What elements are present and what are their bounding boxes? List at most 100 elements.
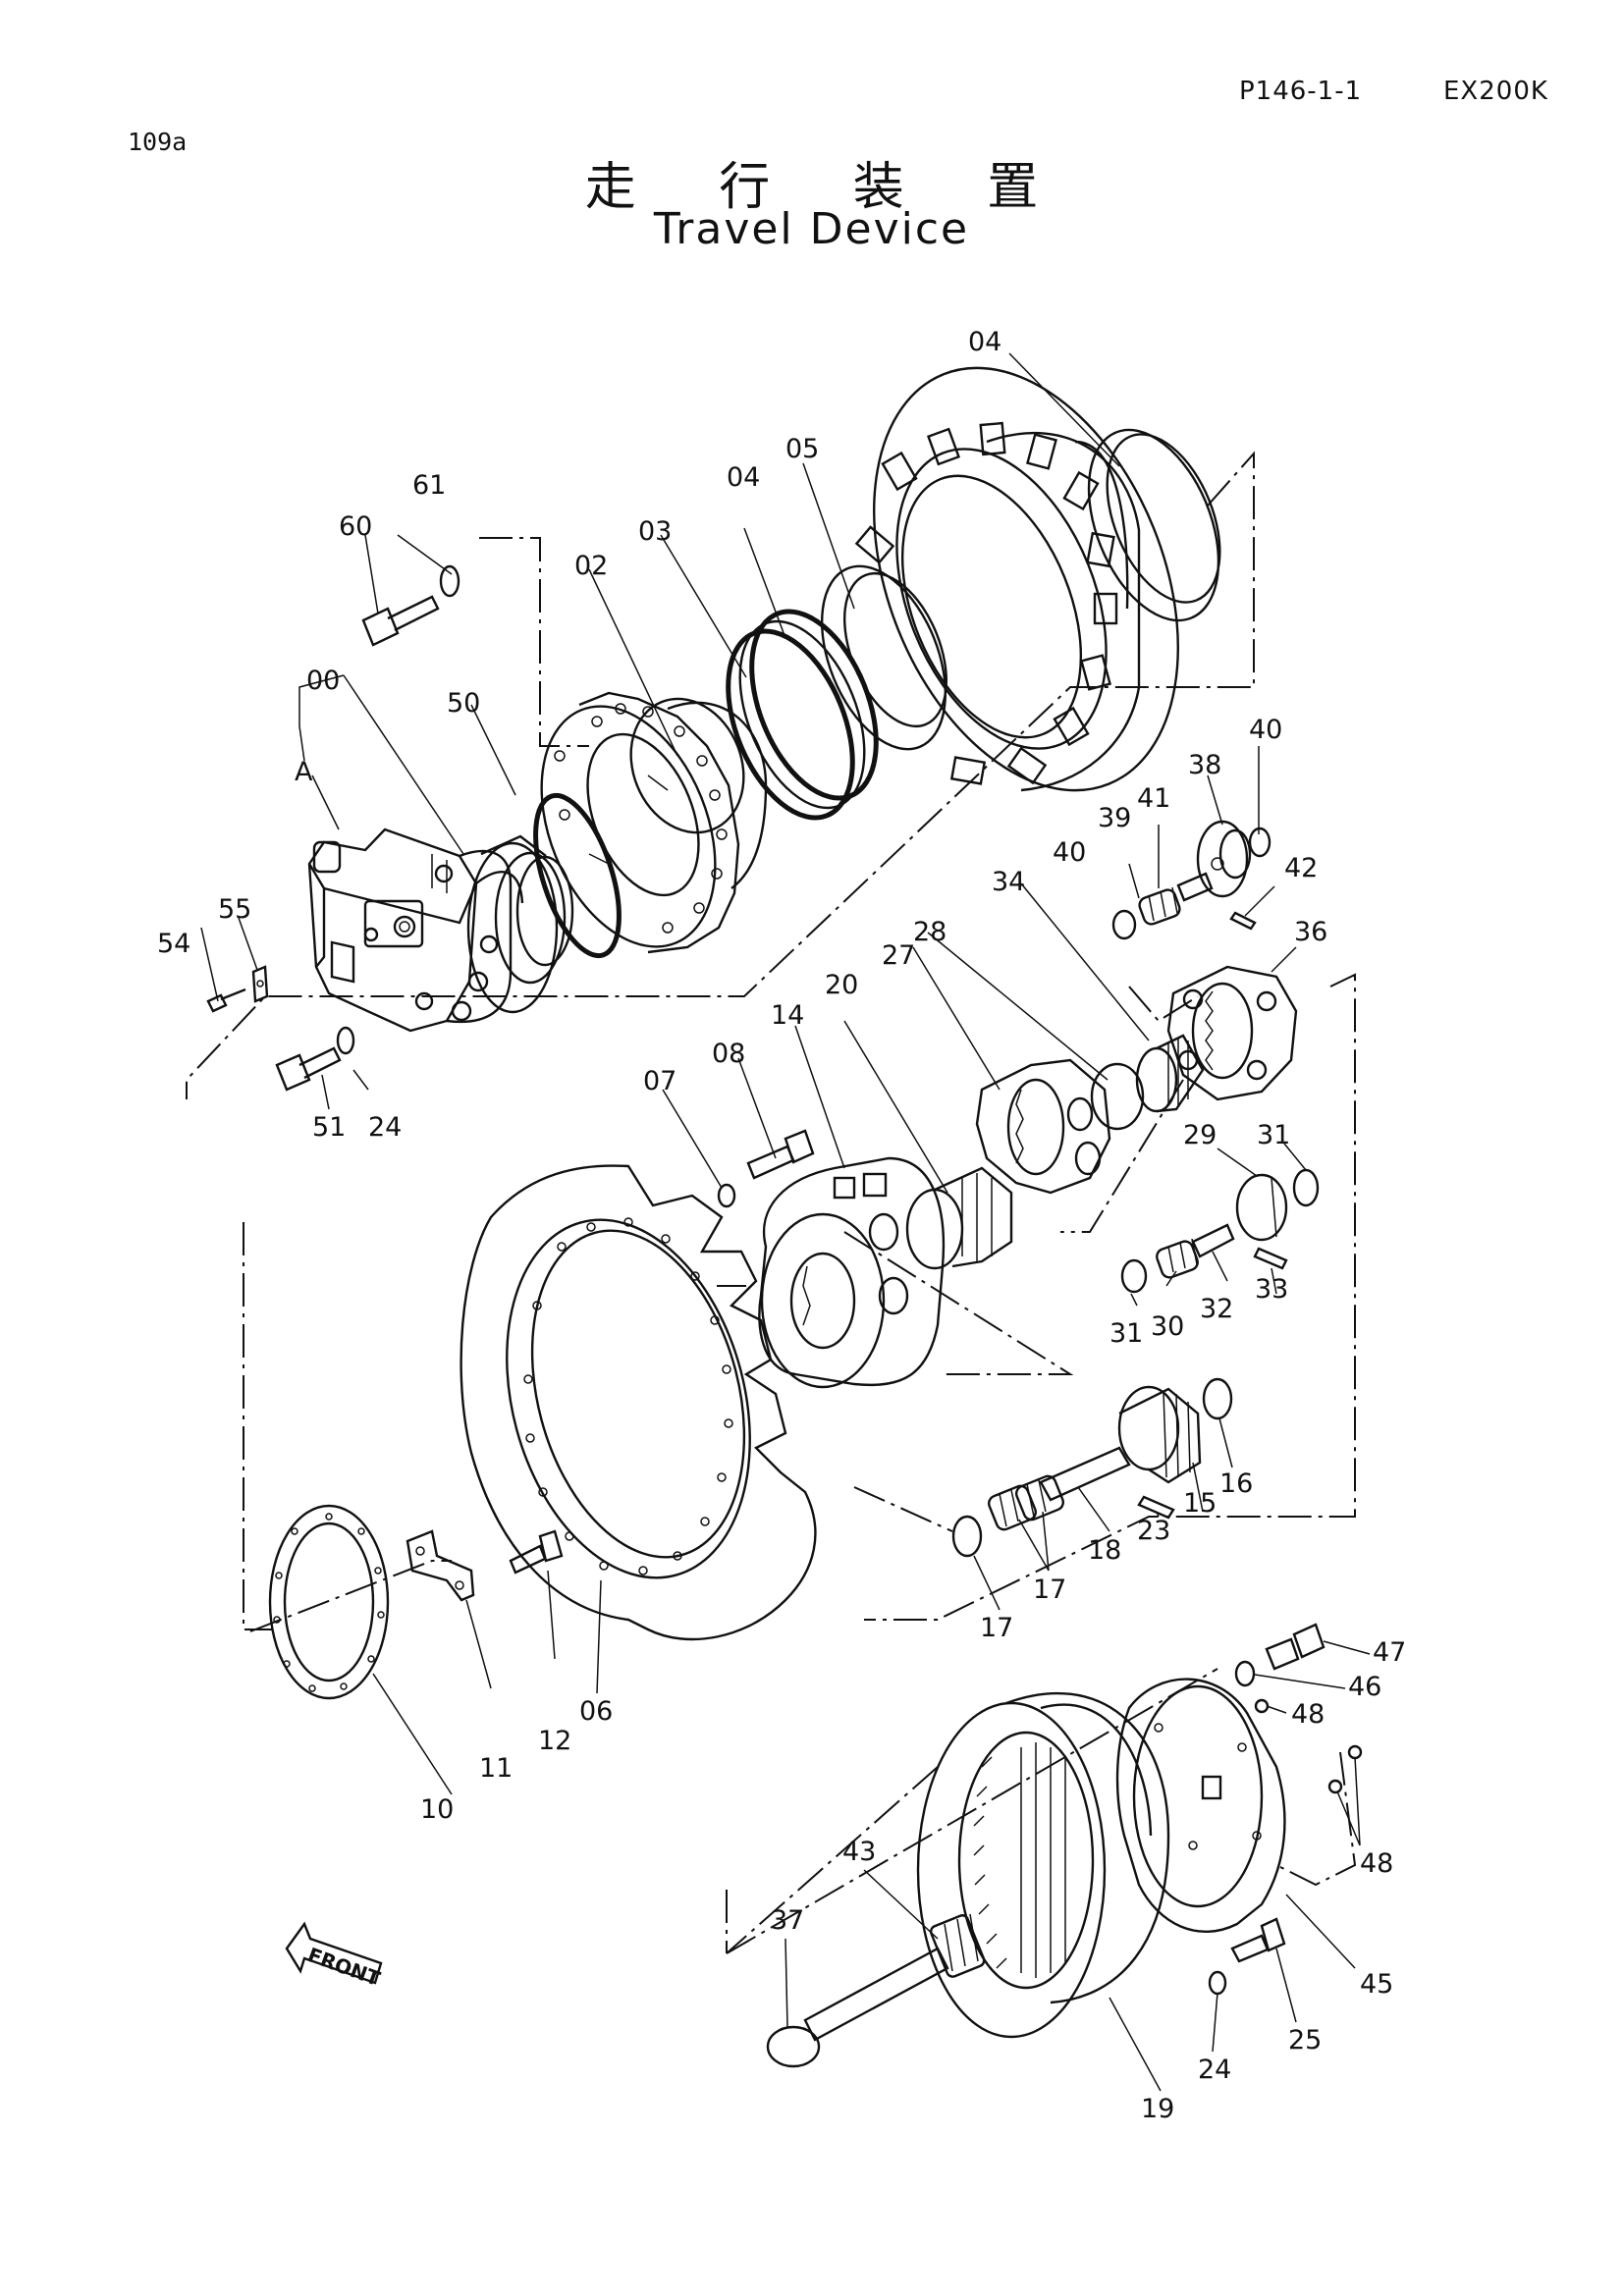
label-04-outer: 04 (968, 327, 1001, 357)
label-00: 00 (306, 666, 340, 696)
travel-motor (307, 828, 574, 1033)
thrust-washer-40-top (1248, 827, 1271, 858)
planet-gear-29 (1235, 1173, 1288, 1242)
plug-48-a (1347, 1744, 1363, 1760)
planet-gear-38 (1196, 820, 1252, 898)
label-46: 46 (1348, 1672, 1381, 1702)
ring-gear-06 (460, 1164, 817, 1641)
label-16: 17 (1033, 1575, 1066, 1605)
label-24-motor: 24 (368, 1112, 402, 1143)
label-61: 61 (412, 470, 446, 501)
label-33: 33 (1255, 1274, 1288, 1305)
label-60: 60 (339, 511, 372, 542)
label-48-top: 48 (1291, 1699, 1325, 1730)
washer-24-motor (336, 1026, 355, 1055)
bolt-60 (361, 595, 440, 647)
thrust-washer-31-top (1292, 1168, 1320, 1207)
page-code: P146-1-1 (1239, 77, 1363, 106)
label-47: 47 (1373, 1637, 1406, 1668)
bolt-47 (1265, 1623, 1325, 1671)
cover-10 (268, 1504, 390, 1700)
label-30: 30 (1151, 1311, 1184, 1342)
lock-plate-11 (406, 1529, 475, 1602)
page-title: Travel Device (653, 204, 970, 254)
label-42: 42 (1284, 853, 1318, 883)
front-direction-arrow: FRONT (285, 1921, 384, 1991)
leader-lines (200, 352, 1371, 2092)
label-43: 43 (842, 1837, 876, 1867)
carrier-14 (758, 1156, 946, 1389)
cover-45 (1115, 1678, 1286, 1934)
label-29: 29 (1183, 1120, 1217, 1150)
label-17-bottom: 17 (980, 1613, 1013, 1643)
label-40-top: 40 (1249, 715, 1282, 745)
o-ring-50 (533, 792, 622, 959)
label-24-drum: 24 (1198, 2055, 1231, 2085)
label-41: 41 (1137, 783, 1170, 814)
hub-housing-05 (854, 366, 1179, 792)
label-19: 23 (1137, 1516, 1170, 1546)
label-20: 20 (825, 970, 858, 1000)
label-10: 10 (420, 1794, 454, 1825)
label-12: 12 (538, 1726, 571, 1756)
label-40-bottom: 40 (1053, 837, 1086, 868)
label-05: 05 (785, 434, 819, 464)
plate-55 (251, 965, 269, 1003)
label-25: 25 (1288, 2025, 1322, 2056)
label-34: 34 (992, 867, 1025, 897)
bolt-25 (1230, 1917, 1286, 1963)
label-07: 07 (643, 1066, 676, 1096)
plug-48-top (1254, 1698, 1270, 1714)
shaft-32 (1191, 1223, 1235, 1258)
thrust-washer-17-bottom (951, 1515, 983, 1558)
label-18: 18 (1088, 1535, 1121, 1566)
label-38: 38 (1188, 750, 1221, 780)
label-48-right: 48 (1360, 1848, 1393, 1879)
needle-bearing-16 (988, 1474, 1064, 1531)
bearing-04-outer (1087, 428, 1221, 622)
bolt-12 (509, 1529, 564, 1575)
label-32: 32 (1200, 1294, 1233, 1324)
label-27: 27 (882, 940, 915, 971)
pin-42 (1229, 911, 1257, 931)
snap-ring-07 (717, 1183, 736, 1208)
shaft-18 (1039, 1446, 1131, 1502)
shaft-41 (1176, 872, 1214, 902)
washer-46 (1234, 1660, 1256, 1687)
thrust-washer-17-top (1202, 1377, 1233, 1420)
label-17-top: 16 (1219, 1468, 1253, 1499)
label-37: 37 (771, 1905, 804, 1936)
page-title-japanese: 走 行 装 置 (584, 158, 1072, 217)
label-14: 14 (771, 1000, 804, 1031)
washer-61 (439, 564, 460, 598)
label-54: 54 (157, 929, 190, 959)
sheet-number: 109a (128, 128, 188, 156)
washer-37 (766, 2025, 821, 2068)
needle-bearing-39 (1138, 886, 1181, 926)
group-frames (186, 451, 1357, 1954)
carrier-27 (975, 1058, 1111, 1195)
label-45: 45 (1360, 1969, 1393, 2000)
screw-54 (206, 988, 246, 1013)
label-31-top: 31 (1257, 1120, 1290, 1150)
label-23: 19 (1141, 2094, 1174, 2124)
washer-24-drum (1208, 1970, 1227, 1996)
plug-48-b (1327, 1779, 1343, 1794)
model-code: EX200K (1443, 77, 1548, 106)
carrier-36 (1166, 965, 1298, 1101)
floating-seal-03 (726, 609, 879, 821)
sun-gear-20 (905, 1166, 1013, 1270)
thrust-washer-31-bottom (1120, 1258, 1148, 1294)
label-50: 50 (447, 688, 480, 719)
label-04-inner: 04 (727, 462, 760, 493)
needle-bearing-30 (1156, 1238, 1199, 1279)
label-28: 28 (913, 917, 947, 947)
label-51: 51 (312, 1112, 346, 1143)
part-number-labels: 04 05 04 03 02 61 60 00 50 A 55 54 24 51… (157, 327, 1406, 2124)
label-55: 55 (218, 894, 251, 925)
label-39: 39 (1098, 803, 1131, 833)
label-06: 06 (579, 1696, 613, 1727)
shaft-43 (803, 1913, 986, 2042)
marker-a: A (295, 757, 313, 787)
